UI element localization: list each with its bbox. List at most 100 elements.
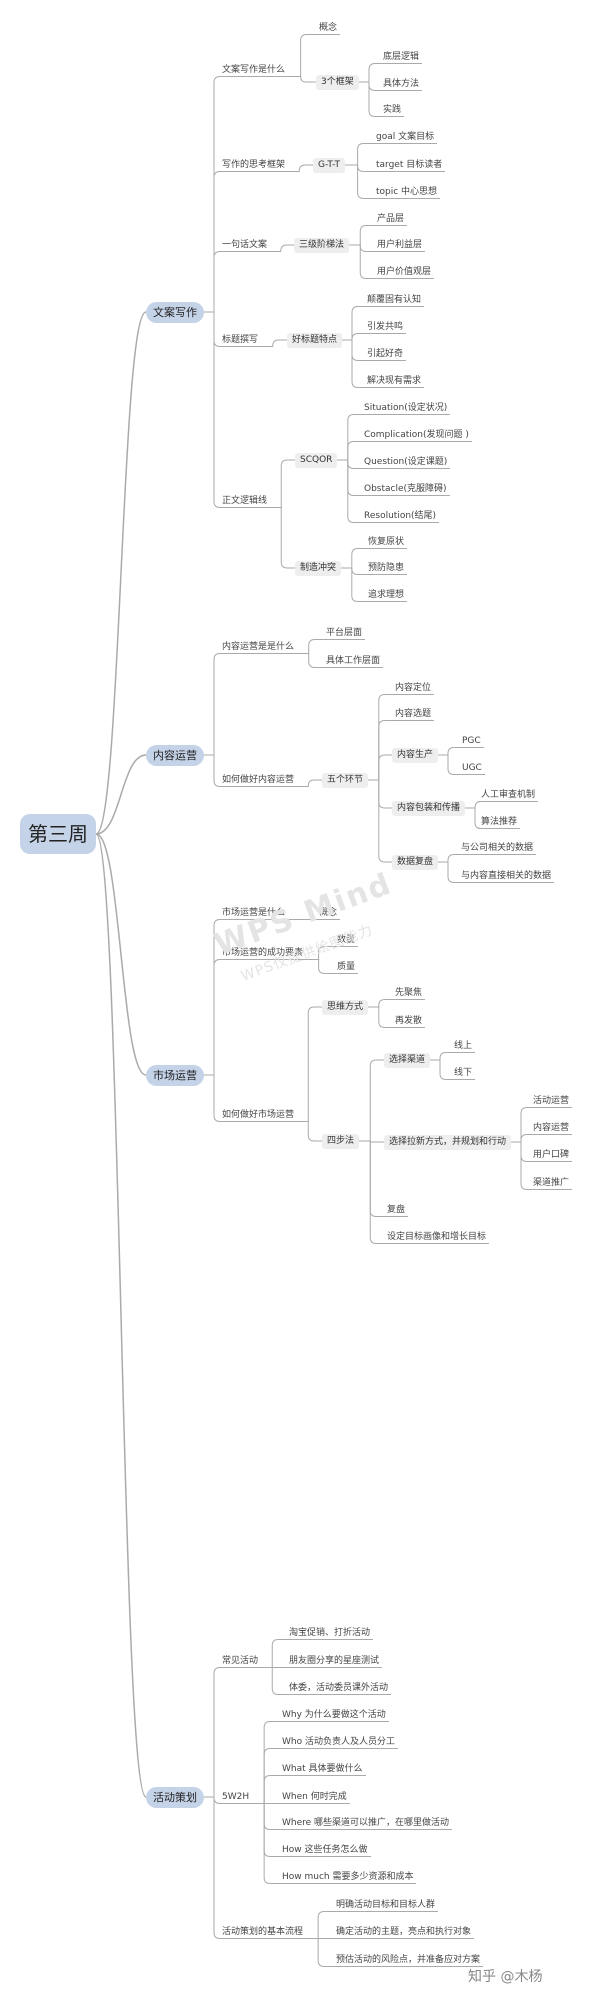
branch-4-2-4[interactable]: When 何时完成: [282, 1791, 347, 1802]
branch-2-2-1-3-2[interactable]: UGC: [462, 762, 482, 773]
connector-branch-1-1-1: [288, 34, 316, 77]
branch-1-5-2-1[interactable]: 恢复原状: [368, 536, 405, 547]
branch-2-1-2[interactable]: 具体工作层面: [326, 655, 381, 666]
branch-1-1[interactable]: 文案写作是什么: [222, 64, 286, 75]
branch-3-2[interactable]: 市场运营的成功要素: [222, 947, 304, 958]
branch-2-2-1-5[interactable]: 数据复盘: [392, 854, 439, 870]
branch-1-1-2-3[interactable]: 实践: [383, 104, 402, 115]
branch-2-2-1-4-1[interactable]: 人工审查机制: [481, 789, 536, 800]
branch-1-4-1[interactable]: 好标题特点: [287, 332, 343, 348]
branch-1-2-1[interactable]: G-T-T: [313, 157, 345, 173]
branch-4-1-1[interactable]: 淘宝促销、打折活动: [289, 1627, 371, 1638]
branch-4-3[interactable]: 活动策划的基本流程: [222, 1926, 304, 1937]
branch-1-5-1-4[interactable]: Obstacle(克服障碍): [364, 483, 447, 494]
branch-2-2-1-4[interactable]: 内容包装和传播: [392, 800, 466, 816]
branch-2-2-1-3[interactable]: 内容生产: [392, 747, 439, 763]
connector-branch-3-3-2-4: [359, 1140, 384, 1244]
branch-2-2-1-5-1[interactable]: 与公司相关的数据: [461, 842, 534, 853]
branch-1-3-1-2[interactable]: 用户利益层: [377, 239, 423, 250]
branch-3-3-2-1-2[interactable]: 线下: [454, 1067, 473, 1078]
branch-4-3-3[interactable]: 预估活动的风险点，并准备应对方案: [336, 1954, 481, 1965]
branch-4-1-2[interactable]: 朋友圈分享的星座测试: [289, 1655, 380, 1666]
branch-4-2-6[interactable]: How 这些任务怎么做: [282, 1844, 368, 1855]
branch-3-3-1-1[interactable]: 先聚焦: [395, 987, 423, 998]
branch-1-5-1-3[interactable]: Question(设定课题): [364, 456, 448, 467]
branch-1-5-2[interactable]: 制造冲突: [295, 560, 342, 576]
branch-2-1[interactable]: 内容运营是是什么: [222, 641, 295, 652]
branch-4[interactable]: 活动策划: [146, 1786, 204, 1808]
branch-2-2-1-5-2[interactable]: 与内容直接相关的数据: [461, 870, 552, 881]
branch-1-2-1-1[interactable]: goal 文案目标: [376, 131, 435, 142]
branch-1-1-1[interactable]: 概念: [319, 22, 338, 33]
branch-3-1[interactable]: 市场运营是什么: [222, 907, 286, 918]
connector-branch-1-3: [204, 251, 221, 313]
branch-4-2-1[interactable]: Why 为什么要做这个活动: [282, 1709, 386, 1720]
branch-4-1-3[interactable]: 体委，活动委员课外活动: [289, 1682, 389, 1693]
connector-branch-2-2: [204, 754, 221, 787]
branch-1-5-2-3[interactable]: 追求理想: [368, 589, 405, 600]
branch-2-1-1[interactable]: 平台层面: [326, 627, 363, 638]
connector-branch-4-1-3: [261, 1667, 286, 1695]
branch-3-3-2-2[interactable]: 选择拉新方式，并规划和行动: [384, 1134, 512, 1150]
branch-3-3-1-2[interactable]: 再发散: [395, 1015, 423, 1026]
branch-3-3-2-2-4[interactable]: 渠道推广: [533, 1177, 570, 1188]
branch-4-3-1[interactable]: 明确活动目标和目标人群: [336, 1899, 436, 1910]
branch-1-4[interactable]: 标题撰写: [222, 334, 259, 345]
branch-1-5-1[interactable]: SCQOR: [295, 452, 338, 468]
connector-branch-3-2-2: [306, 959, 334, 974]
branch-1-5[interactable]: 正文逻辑线: [222, 495, 268, 506]
branch-2-2[interactable]: 如何做好内容运营: [222, 774, 295, 785]
branch-1-5-1-5[interactable]: Resolution(结尾): [364, 510, 437, 521]
branch-4-1[interactable]: 常见活动: [222, 1655, 259, 1666]
branch-1-2-1-3[interactable]: topic 中心思想: [376, 186, 438, 197]
branch-3-3-2-2-3[interactable]: 用户口碑: [533, 1149, 570, 1160]
branch-1-3-1-1[interactable]: 产品层: [377, 213, 405, 224]
connector-branch-2-2-1-4: [368, 779, 392, 809]
branch-4-2-2[interactable]: Who 活动负责人及人员分工: [282, 1736, 395, 1747]
branch-1-3[interactable]: 一句话文案: [222, 239, 268, 250]
branch-2[interactable]: 内容运营: [146, 744, 204, 766]
branch-1-4-1-3[interactable]: 引起好奇: [367, 348, 404, 359]
branch-2-2-1-2[interactable]: 内容选题: [395, 708, 432, 719]
branch-4-2[interactable]: 5W2H: [222, 1791, 250, 1802]
branch-1-1-2[interactable]: 3个框架: [316, 74, 359, 90]
branch-4-2-7[interactable]: How much 需要多少资源和成本: [282, 1871, 414, 1882]
branch-1-3-1[interactable]: 三级阶梯法: [294, 237, 350, 253]
branch-1-4-1-2[interactable]: 引发共鸣: [367, 321, 404, 332]
branch-4-2-5[interactable]: Where 哪些渠道可以推广，在哪里做活动: [282, 1817, 450, 1828]
branch-1-5-1-2[interactable]: Complication(发现问题 ): [364, 429, 469, 440]
branch-1[interactable]: 文案写作: [146, 301, 204, 323]
connector-branch-1-5-1-1: [337, 414, 361, 461]
branch-3-3-2-4[interactable]: 设定目标画像和增长目标: [387, 1231, 487, 1242]
branch-3-3-2[interactable]: 四步法: [322, 1133, 360, 1149]
branch-3[interactable]: 市场运营: [146, 1064, 204, 1086]
branch-3-1-1[interactable]: 概念: [319, 907, 338, 918]
branch-2-2-1-1[interactable]: 内容定位: [395, 682, 432, 693]
branch-2-2-1-4-2[interactable]: 算法推荐: [481, 816, 518, 827]
branch-3-3-2-2-2[interactable]: 内容运营: [533, 1122, 570, 1133]
connector-branch-1-2-1-3: [345, 164, 373, 199]
branch-3-3-1[interactable]: 思维方式: [322, 999, 369, 1015]
branch-2-2-1-3-1[interactable]: PGC: [462, 735, 481, 746]
branch-1-5-1-1[interactable]: Situation(设定状况): [364, 402, 448, 413]
branch-3-2-2[interactable]: 质量: [337, 961, 356, 972]
root-node[interactable]: 第三周: [20, 814, 96, 854]
branch-4-2-3[interactable]: What 具体要做什么: [282, 1763, 363, 1774]
branch-3-3-2-1-1[interactable]: 线上: [454, 1040, 473, 1051]
branch-1-1-2-1[interactable]: 底层逻辑: [383, 51, 420, 62]
branch-4-3-2[interactable]: 确定活动的主题，亮点和执行对象: [336, 1926, 472, 1937]
connector-branch-4-3-3: [306, 1938, 333, 1967]
branch-1-4-1-1[interactable]: 颠覆固有认知: [367, 294, 422, 305]
branch-3-3-2-3[interactable]: 复盘: [387, 1204, 406, 1215]
branch-2-2-1[interactable]: 五个环节: [322, 772, 369, 788]
branch-1-1-2-2[interactable]: 具体方法: [383, 78, 420, 89]
branch-3-3-2-1[interactable]: 选择渠道: [384, 1052, 431, 1068]
branch-1-2[interactable]: 写作的思考框架: [222, 159, 286, 170]
branch-1-3-1-3[interactable]: 用户价值观层: [377, 266, 432, 277]
branch-1-2-1-2[interactable]: target 目标读者: [376, 159, 443, 170]
branch-3-3-2-2-1[interactable]: 活动运营: [533, 1095, 570, 1106]
branch-1-5-2-2[interactable]: 预防隐患: [368, 562, 405, 573]
branch-1-4-1-4[interactable]: 解决现有需求: [367, 375, 422, 386]
branch-3-2-1[interactable]: 数量: [337, 934, 356, 945]
branch-3-3[interactable]: 如何做好市场运营: [222, 1109, 295, 1120]
